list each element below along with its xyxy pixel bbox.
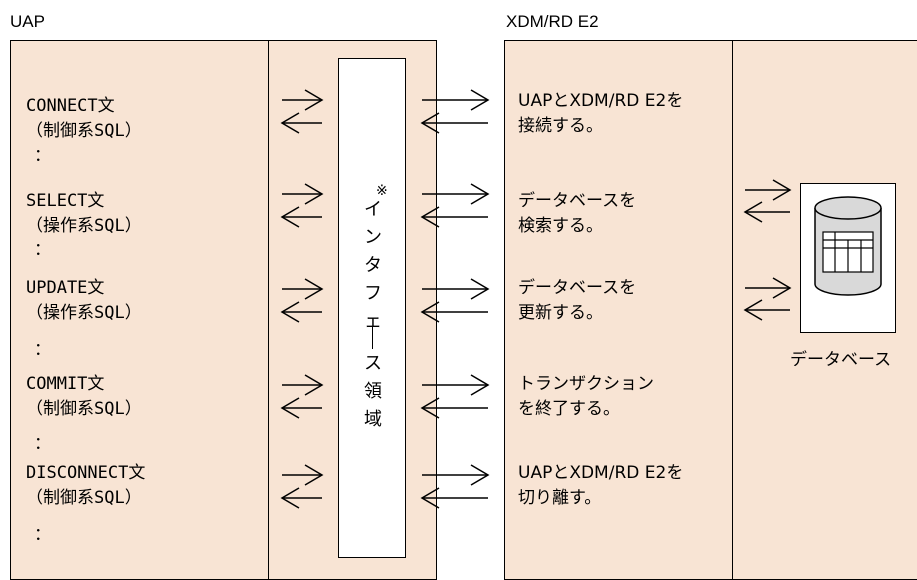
- database-box: [800, 183, 896, 333]
- interface-char: ェ: [364, 311, 382, 332]
- interface-char: 域: [364, 409, 382, 430]
- xdm-desc-disconnect-line1: UAPとXDM/RD E2を: [518, 463, 684, 483]
- database-cylinder-icon: [814, 196, 882, 296]
- arrow-right-icon: [422, 278, 490, 300]
- xdm-desc-select-line2: 検索する。: [518, 216, 603, 236]
- arrow-left-icon: [280, 112, 322, 134]
- uap-dots-commit: ：: [34, 434, 51, 454]
- interface-char: イ: [364, 199, 382, 220]
- uap-kind-commit: （制御系SQL）: [26, 399, 142, 419]
- arrow-right-icon: [282, 183, 324, 205]
- uap-kind-update: （操作系SQL）: [26, 303, 142, 323]
- arrow-right-icon: [282, 374, 324, 396]
- arrow-right-icon: [745, 179, 792, 201]
- uap-dots-disconnect: ：: [34, 525, 51, 545]
- arrow-right-icon: [282, 464, 324, 486]
- arrow-left-icon: [420, 397, 488, 419]
- uap-stmt-connect: CONNECT文: [26, 96, 115, 116]
- arrow-right-icon: [422, 89, 490, 111]
- interface-char: フ: [364, 283, 382, 304]
- xdm-desc-update-line2: 更新する。: [518, 303, 603, 323]
- arrow-left-icon: [280, 487, 322, 509]
- xdm-desc-commit-line2: を終了する。: [518, 399, 620, 419]
- uap-dots-select: ：: [34, 240, 51, 260]
- arrow-right-icon: [422, 464, 490, 486]
- interface-char: 領: [364, 381, 382, 402]
- xdm-desc-disconnect-line2: 切り離す。: [518, 488, 602, 508]
- arrow-left-icon: [420, 112, 488, 134]
- arrow-left-icon: [420, 301, 488, 323]
- arrow-left-icon: [280, 301, 322, 323]
- uap-stmt-select: SELECT文: [26, 191, 105, 211]
- arrow-left-icon: [743, 299, 790, 321]
- xdm-panel-title: XDM/RD E2: [506, 12, 599, 31]
- interface-area: ※ イ ン タ フ ェ ス 領 域: [338, 58, 406, 558]
- interface-long-vowel-mark: [372, 327, 373, 349]
- arrow-left-icon: [280, 397, 322, 419]
- arrow-left-icon: [743, 201, 790, 223]
- interface-char: タ: [364, 255, 382, 276]
- uap-stmt-disconnect: DISCONNECT文: [26, 463, 146, 483]
- arrow-right-icon: [745, 277, 792, 299]
- uap-kind-disconnect: （制御系SQL）: [26, 488, 142, 508]
- xdm-desc-select-line1: データベースを: [518, 191, 637, 211]
- uap-dots-connect: ：: [34, 146, 51, 166]
- interface-note-mark: ※: [376, 183, 388, 199]
- uap-panel-divider: [268, 40, 269, 580]
- xdm-desc-connect-line2: 接続する。: [518, 116, 603, 136]
- arrow-left-icon: [420, 487, 488, 509]
- xdm-desc-update-line1: データベースを: [518, 278, 637, 298]
- arrow-right-icon: [422, 374, 490, 396]
- interface-char: ス: [364, 353, 382, 374]
- interface-char: ン: [364, 227, 382, 248]
- arrow-left-icon: [420, 206, 488, 228]
- database-label: データベース: [790, 350, 892, 370]
- arrow-left-icon: [280, 206, 322, 228]
- uap-kind-select: （操作系SQL）: [26, 216, 142, 236]
- uap-stmt-commit: COMMIT文: [26, 374, 105, 394]
- uap-stmt-update: UPDATE文: [26, 278, 105, 298]
- arrow-right-icon: [282, 89, 324, 111]
- table-icon: [822, 231, 874, 273]
- xdm-panel-divider: [732, 40, 733, 580]
- uap-kind-connect: （制御系SQL）: [26, 121, 142, 141]
- xdm-desc-commit-line1: トランザクション: [518, 374, 654, 394]
- uap-panel-title: UAP: [10, 12, 45, 31]
- arrow-right-icon: [282, 278, 324, 300]
- uap-dots-update: ：: [34, 340, 51, 360]
- arrow-right-icon: [422, 183, 490, 205]
- xdm-desc-connect-line1: UAPとXDM/RD E2を: [518, 91, 684, 111]
